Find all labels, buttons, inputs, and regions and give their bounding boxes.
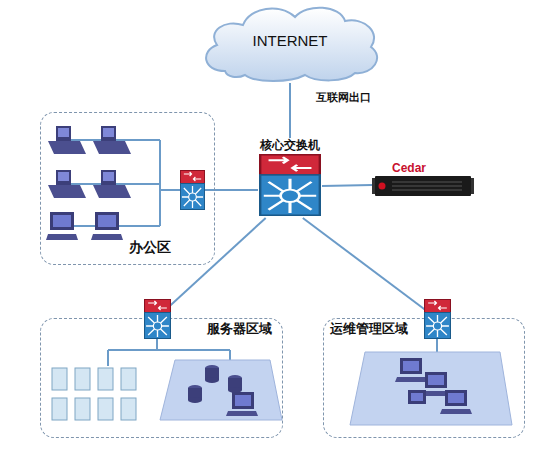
node-label: INTERNET	[195, 32, 385, 50]
network-link	[157, 218, 266, 318]
network-link	[303, 218, 436, 318]
cloud-node: INTERNET	[195, 3, 385, 83]
node-label: 运维管理区域	[330, 321, 408, 337]
network-link	[322, 184, 372, 187]
network-link	[289, 83, 291, 138]
node-label: Cedar	[392, 161, 426, 175]
cedar-node: Cedar	[372, 162, 474, 198]
office-pcs	[46, 212, 123, 240]
node-label: 服务器区域	[207, 321, 272, 337]
office-zone: 办公区	[40, 112, 215, 265]
link-label: 互联网出口	[316, 91, 371, 104]
node-label: 核心交换机	[244, 138, 336, 152]
server-zone: 服务器区域	[40, 318, 283, 438]
ops-zone: 运维管理区域	[323, 318, 525, 438]
ops-platform	[350, 352, 512, 425]
core-switch-icon	[259, 154, 321, 216]
server-switch	[145, 300, 171, 339]
office-switch	[180, 171, 204, 210]
ops-wires	[436, 338, 438, 352]
server-racks	[52, 368, 136, 420]
ops-switch	[425, 300, 451, 339]
server-platform	[160, 360, 282, 420]
network-link	[215, 189, 258, 191]
video-terminals	[48, 126, 131, 198]
core-switch-node: 核心交换机	[258, 138, 322, 218]
node-label: 办公区	[129, 239, 171, 256]
cedar-device-icon	[372, 176, 474, 198]
